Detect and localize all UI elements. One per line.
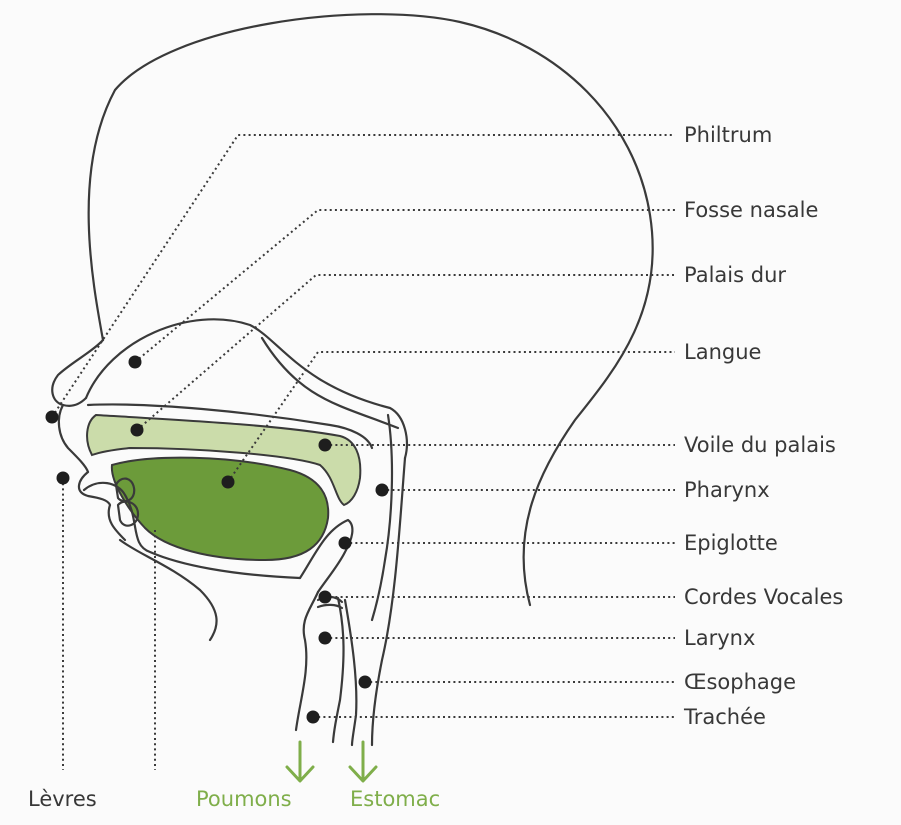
dot-voile-du-palais — [319, 439, 332, 452]
label-palais-dur: Palais dur — [684, 263, 786, 287]
label-cordes-vocales: Cordes Vocales — [684, 585, 843, 609]
label-poumons: Poumons — [196, 787, 292, 811]
dot-cordes-vocales — [319, 591, 332, 604]
dot-levres — [57, 472, 70, 485]
label-epiglotte: Epiglotte — [684, 531, 778, 555]
label-oesophage: Œsophage — [684, 670, 796, 694]
label-voile-du-palais: Voile du palais — [684, 433, 836, 457]
dot-trachee — [307, 711, 320, 724]
dot-langue — [222, 476, 235, 489]
label-estomac: Estomac — [350, 787, 440, 811]
dot-epiglotte — [339, 537, 352, 550]
dot-philtrum — [46, 411, 59, 424]
dot-palais-dur — [131, 424, 144, 437]
label-pharynx: Pharynx — [684, 478, 770, 502]
dot-oesophage — [359, 676, 372, 689]
label-trachee: Trachée — [683, 705, 766, 729]
label-philtrum: Philtrum — [684, 123, 772, 147]
dot-fosse-nasale — [129, 356, 142, 369]
label-langue: Langue — [684, 340, 761, 364]
label-fosse-nasale: Fosse nasale — [684, 198, 818, 222]
dot-larynx — [319, 632, 332, 645]
label-larynx: Larynx — [684, 626, 755, 650]
label-levres: Lèvres — [28, 787, 97, 811]
dot-pharynx — [376, 484, 389, 497]
